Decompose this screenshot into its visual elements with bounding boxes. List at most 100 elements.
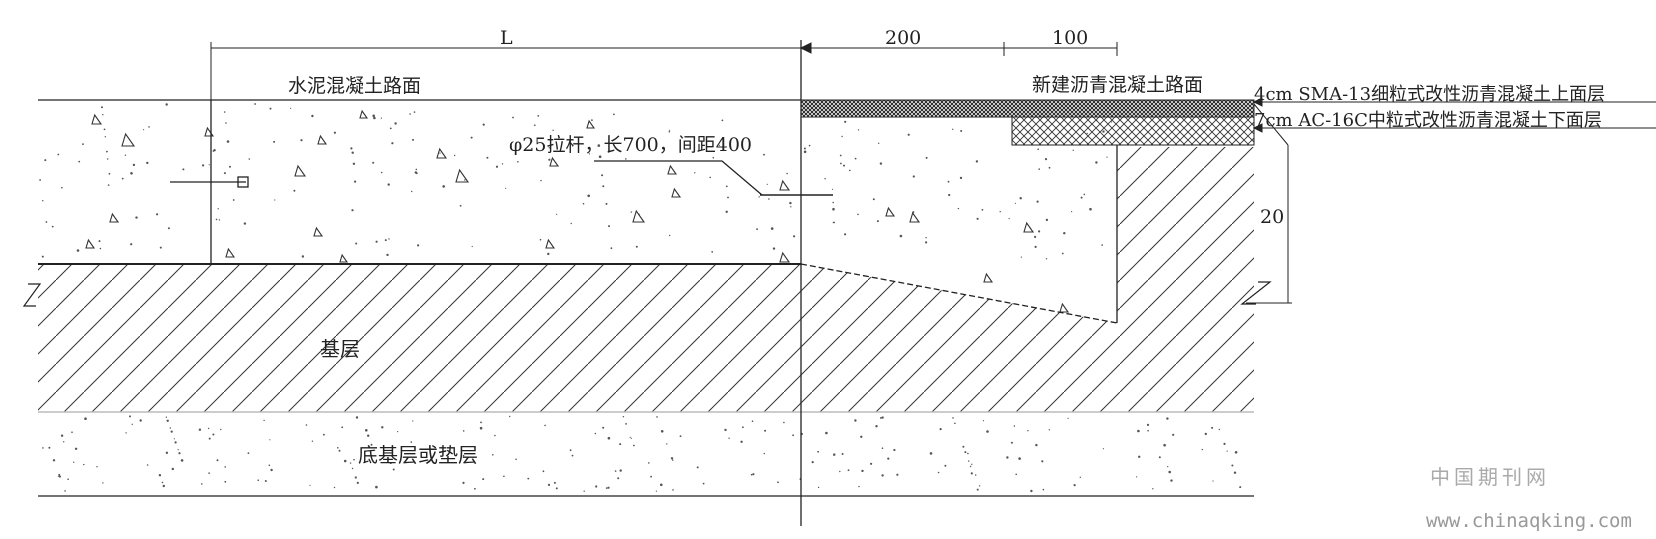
subbase-dot [1067, 417, 1069, 419]
subbase-dot [354, 476, 357, 479]
aggregate-dot [602, 185, 605, 188]
aggregate-dot [548, 147, 550, 149]
dim-100: 100 [1052, 27, 1088, 49]
subbase-dot [208, 437, 211, 440]
aggregate-dot [756, 228, 758, 231]
subbase-dot [462, 430, 465, 432]
dim-20: 20 [1260, 206, 1284, 228]
subbase-dot [625, 423, 627, 425]
subbase-dot [614, 470, 617, 472]
subbase-dot [1035, 443, 1038, 447]
sma13-layer [800, 99, 1255, 118]
subbase-dot [968, 460, 970, 462]
subbase-dot [841, 453, 844, 455]
aggregate-dot [1083, 193, 1086, 196]
subbase-dot [1136, 476, 1138, 478]
subbase-dot [817, 450, 819, 453]
subbase-dot [375, 485, 378, 489]
subbase-dot [1042, 488, 1045, 491]
aggregate-triangle [671, 187, 682, 198]
subbase-dot [825, 431, 828, 435]
subbase-dot [783, 421, 785, 424]
subbase-dot [752, 473, 755, 476]
subbase-dot [962, 445, 965, 448]
subbase-dot [58, 473, 61, 476]
aggregate-dot [839, 154, 842, 157]
subbase-dot [333, 486, 336, 489]
aggregate-dot [854, 157, 857, 160]
subbase-dot [338, 449, 341, 452]
new-asphalt-label: 新建沥青混凝土路面 [1032, 74, 1203, 96]
aggregate-dot [98, 240, 101, 243]
subbase-dot [607, 436, 611, 440]
subbase-dot [583, 490, 585, 492]
aggregate-triangle [294, 164, 307, 177]
aggregate-dot [537, 115, 540, 117]
aggregate-dot [501, 163, 504, 165]
subbase-dot [881, 447, 884, 450]
subbase-dot [52, 459, 56, 462]
aggregate-dot [630, 211, 632, 213]
subbase-dot [129, 415, 131, 418]
subbase-dot [1239, 486, 1242, 489]
subbase-dot [224, 480, 227, 483]
aggregate-dot [669, 129, 671, 131]
aggregate-dot [517, 161, 519, 163]
subbase-dot [1167, 466, 1169, 468]
aggregate-dot [1037, 148, 1039, 150]
aggregate-dot [803, 150, 807, 154]
aggregate-dot [694, 172, 696, 174]
aggregate-dot [1036, 200, 1039, 203]
subbase-dot [1152, 488, 1154, 490]
subbase-dot [650, 475, 652, 478]
subbase-dot [702, 482, 705, 485]
subbase-dot [1223, 442, 1226, 445]
subbase-dot [158, 474, 162, 477]
aggregate-dot [570, 222, 572, 225]
aggregate-triangle [545, 238, 556, 249]
aggregate-dot [669, 234, 671, 237]
subbase-dot [492, 454, 494, 456]
subbase-dot [1013, 425, 1016, 427]
aggregate-dot [394, 122, 397, 125]
subbase-dot [397, 431, 399, 433]
aggregate-dot [1061, 252, 1064, 255]
subbase-dot [605, 487, 608, 489]
aggregate-dot [948, 193, 951, 197]
aggregate-dot [879, 162, 883, 165]
subbase-dot [131, 423, 133, 425]
aggregate-dot [148, 126, 150, 128]
aggregate-dot [952, 128, 954, 130]
subbase-dot [750, 473, 753, 476]
aggregate-dot [212, 150, 215, 152]
subbase-dot [178, 452, 181, 455]
subbase-dot [1018, 457, 1021, 460]
subbase-dot [777, 481, 779, 484]
aggregate-dot [412, 138, 414, 141]
upper-layer-label: 4cm SMA-13细粒式改性沥青混凝土上面层 [1254, 84, 1605, 105]
aggregate-dot [947, 180, 950, 183]
aggregate-dot [130, 243, 133, 246]
ac16c-layer [1011, 116, 1255, 146]
aggregate-dot [721, 119, 724, 122]
aggregate-dot [605, 202, 608, 205]
aggregate-dot [925, 156, 928, 159]
aggregate-dot [844, 120, 847, 123]
aggregate-dot [540, 179, 542, 182]
aggregate-dot [547, 252, 550, 256]
subbase-dot [208, 472, 210, 474]
aggregate-dot [459, 204, 462, 207]
aggregate-dot [1089, 207, 1092, 211]
aggregate-dot [409, 113, 411, 115]
aggregate-dot [857, 129, 860, 131]
aggregate-dot [442, 185, 446, 188]
subbase-dot [220, 428, 222, 431]
tie-bar-label: φ25拉杆，长700，间距400 [509, 134, 752, 156]
subbase-dot [954, 422, 956, 425]
aggregate-dot [1080, 196, 1083, 199]
aggregate-dot [415, 168, 418, 171]
aggregate-dot [512, 116, 514, 119]
aggregate-dot [391, 142, 394, 145]
subbase-dot [1226, 450, 1228, 452]
aggregate-dot [832, 201, 834, 204]
